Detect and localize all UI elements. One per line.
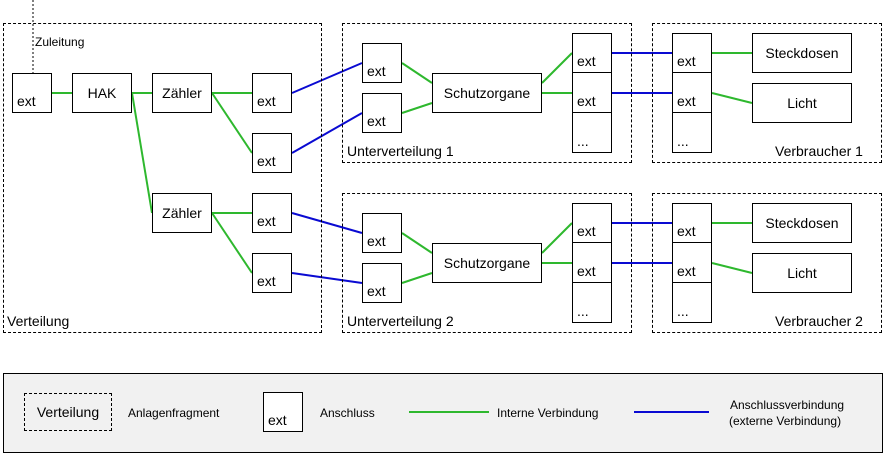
ext-port-uv1-out-1: ext <box>572 33 612 73</box>
fragment-verteilung <box>3 23 322 333</box>
legend-external-label-line2: (externe Verbindung) <box>729 414 842 428</box>
legend-ext-label: Anschluss <box>320 406 375 420</box>
ext-port-uv1-out-2: ext <box>572 73 612 113</box>
schutzorgane-box-1: Schutzorgane <box>432 73 542 113</box>
zaehler-box-2: Zähler <box>152 193 212 233</box>
ext-port-verteilung-4: ext <box>252 253 292 293</box>
zuleitung-label: Zuleitung <box>35 35 85 49</box>
fragment-label-verteilung: Verteilung <box>7 313 70 329</box>
zaehler-box-1: Zähler <box>152 73 212 113</box>
legend-fragment-label: Anlagenfragment <box>128 406 220 420</box>
ext-port-vb1-more: ... <box>672 113 712 153</box>
ext-port-uv2-more: ... <box>572 283 612 323</box>
ext-port-uv2-in-2: ext <box>362 263 402 303</box>
fragment-label-unterverteilung-1: Unterverteilung 1 <box>347 143 454 159</box>
ext-port-uv1-in-1: ext <box>362 43 402 83</box>
ext-port-verteilung-2: ext <box>252 133 292 173</box>
ext-port-verteilung-3: ext <box>252 193 292 233</box>
legend-ext-sample: ext <box>263 392 303 432</box>
fragment-unterverteilung-1 <box>342 23 632 163</box>
external-connections <box>291 52 672 284</box>
steckdosen-box-2: Steckdosen <box>752 203 852 243</box>
legend-line-samples <box>409 411 709 413</box>
hak-box: HAK <box>72 73 132 113</box>
ext-port-vb2-1: ext <box>672 203 712 243</box>
fragment-verbraucher-1 <box>652 23 882 163</box>
fragment-label-verbraucher-2: Verbraucher 2 <box>775 313 863 329</box>
ext-port-uv1-more: ... <box>572 113 612 153</box>
fragment-label-verbraucher-1: Verbraucher 1 <box>775 143 863 159</box>
ext-port-vb2-more: ... <box>672 283 712 323</box>
ext-port-uv1-in-2: ext <box>362 93 402 133</box>
ext-port-vb2-2: ext <box>672 243 712 283</box>
ext-port-vb1-1: ext <box>672 33 712 73</box>
ext-port-uv2-out-2: ext <box>572 243 612 283</box>
fragment-unterverteilung-2 <box>342 193 632 333</box>
ext-port-uv2-in-1: ext <box>362 213 402 253</box>
ext-port-uv2-out-1: ext <box>572 203 612 243</box>
schutzorgane-box-2: Schutzorgane <box>432 243 542 283</box>
legend: Verteilung Anlagenfragment ext Anschluss… <box>3 373 883 453</box>
internal-connections <box>52 52 753 284</box>
steckdosen-box-1: Steckdosen <box>752 33 852 73</box>
fragment-verbraucher-2 <box>652 193 882 333</box>
licht-box-1: Licht <box>752 83 852 123</box>
licht-box-2: Licht <box>752 253 852 293</box>
ext-port-vb1-2: ext <box>672 73 712 113</box>
legend-internal-label: Interne Verbindung <box>497 406 599 420</box>
legend-external-label-line1: Anschlussverbindung <box>730 398 845 412</box>
legend-fragment-sample: Verteilung <box>24 393 112 431</box>
ext-port-verteilung-1: ext <box>252 73 292 113</box>
fragment-label-unterverteilung-2: Unterverteilung 2 <box>347 313 454 329</box>
ext-port-zuleitung: ext <box>12 73 52 113</box>
